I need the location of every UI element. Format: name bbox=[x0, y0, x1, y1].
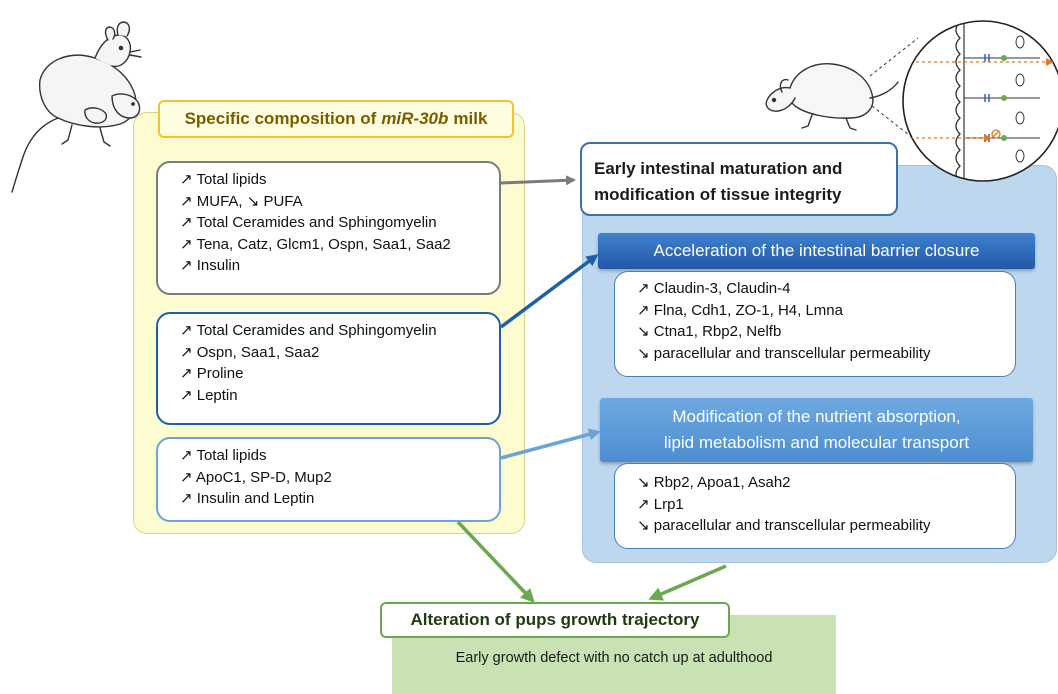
arrow-light-blue bbox=[500, 428, 601, 460]
growth-title: Alteration of pups growth trajectory bbox=[380, 602, 730, 638]
composition-box-grey: ↗ Total lipids ↗ MUFA, ↘ PUFA ↗ Total Ce… bbox=[156, 161, 501, 295]
growth-text: Early growth defect with no catch up at … bbox=[455, 650, 773, 666]
intestinal-maturation-title: Early intestinal maturation and modifica… bbox=[580, 142, 898, 216]
nutrient-absorption-header: Modification of the nutrient absorption,… bbox=[600, 398, 1033, 462]
pup-mouse-icon bbox=[765, 63, 899, 131]
composition-box-dark-blue: ↗ Total Ceramides and Sphingomyelin ↗ Os… bbox=[156, 312, 501, 425]
arrow-green-left bbox=[456, 520, 535, 603]
intestinal-epithelium-magnifier-icon bbox=[902, 20, 1058, 182]
milk-composition-title: Specific composition of miR-30b milk bbox=[158, 100, 514, 138]
arrow-green-right bbox=[648, 564, 727, 601]
mother-mouse-icon bbox=[11, 21, 142, 193]
magnifier-guide-top bbox=[869, 37, 919, 77]
barrier-closure-header: Acceleration of the intestinal barrier c… bbox=[598, 233, 1035, 269]
barrier-closure-box: ↗ Claudin-3, Claudin-4 ↗ Flna, Cdh1, ZO-… bbox=[614, 271, 1016, 377]
arrow-dark-blue bbox=[499, 254, 599, 329]
composition-box-light-blue: ↗ Total lipids ↗ ApoC1, SP-D, Mup2 ↗ Ins… bbox=[156, 437, 501, 522]
arrow-grey bbox=[500, 175, 576, 186]
nutrient-absorption-box: ↘ Rbp2, Apoa1, Asah2 ↗ Lrp1 ↘ paracellul… bbox=[614, 463, 1016, 549]
